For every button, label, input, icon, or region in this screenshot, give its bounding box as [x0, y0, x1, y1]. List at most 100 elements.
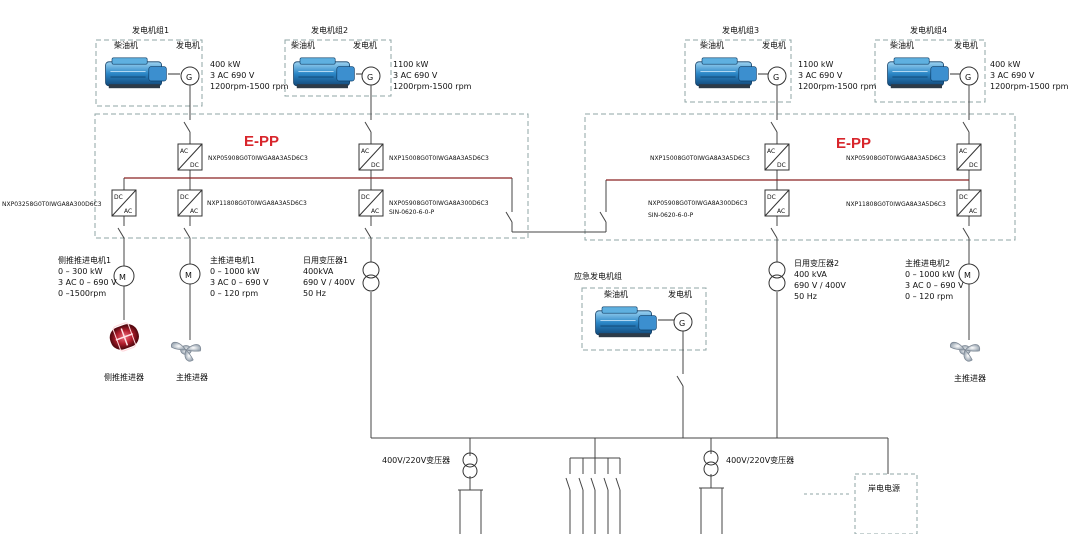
genset1-g-text: G	[186, 73, 192, 82]
code-tr2-line2: SIN-0620-6-0-P	[648, 212, 694, 219]
shore-power-label: 岸电电源	[868, 483, 900, 493]
emergency-g-text: G	[679, 319, 685, 328]
converter-gen3-dc: DC	[777, 162, 786, 169]
genset1-engine-label: 柴油机	[114, 40, 138, 50]
main-motor1-symbol	[179, 263, 201, 285]
converter-gen4: AC DC	[956, 143, 982, 171]
inverter-tr1-ac: AC	[371, 208, 379, 215]
converter-codes: NXP05908G0T0IWGA8A3A5D6C3 NXP15008G0T0IW…	[2, 155, 946, 219]
genset1-engine-icon	[105, 57, 167, 89]
genset4-engine-icon	[887, 57, 949, 89]
inverter-main1-ac: AC	[190, 208, 198, 215]
emergency-title: 应急发电机组	[574, 271, 622, 281]
dashed-frames	[94, 39, 1016, 351]
inverter-side-dc: DC	[114, 194, 123, 201]
code-gen4: NXP05908G0T0IWGA8A3A5D6C3	[846, 155, 946, 162]
genset2-spec-rpm: 1200rpm-1500 rpm	[393, 82, 472, 91]
genset1-spec-voltage: 3 AC 690 V	[210, 71, 255, 80]
lv-transformer-1: 400V/220V变压器	[382, 452, 478, 479]
inverter-main1-dc: DC	[180, 194, 189, 201]
code-gen3: NXP15008G0T0IWGA8A3A5D6C3	[650, 155, 750, 162]
genset2-frame	[284, 39, 392, 97]
genset2-spec-power: 1100 kW	[393, 60, 429, 69]
genset4-spec-power: 400 kW	[990, 60, 1020, 69]
genset-2: 发电机组2 柴油机 发电机 G 1100 kW 3 AC 690 V 1200r…	[291, 25, 472, 91]
genset3-title: 发电机组3	[722, 25, 759, 35]
main-motor1-title: 主推进电机1	[210, 255, 255, 265]
inverter-main2-dc: DC	[959, 194, 968, 201]
inverter-tr1: DC AC	[358, 189, 384, 217]
converter-gen4-ac: AC	[959, 148, 967, 155]
main-propeller-2: 主推进器	[949, 341, 986, 383]
dc-bus	[124, 177, 969, 181]
genset3-spec-voltage: 3 AC 690 V	[798, 71, 843, 80]
lv-transformer2-label: 400V/220V变压器	[726, 455, 794, 465]
side-motor-spec-rpm: 0 –1500rpm	[58, 289, 106, 298]
main-motor2-m: M	[964, 271, 971, 280]
main-motor1-m: M	[185, 271, 192, 280]
emergency-genset: 应急发电机组 柴油机 发电机 G	[574, 271, 693, 338]
lv-transformer-2: 400V/220V变压器	[703, 450, 794, 477]
converters: AC DC AC DC AC DC AC DC DC AC	[111, 143, 982, 217]
converter-gen1: AC DC	[177, 143, 203, 171]
genset3-spec-rpm: 1200rpm-1500 rpm	[798, 82, 877, 91]
side-motor-spec-power: 0 – 300 kW	[58, 267, 103, 276]
transformer1-spec-freq: 50 Hz	[303, 289, 326, 298]
code-gen1: NXP05908G0T0IWGA8A3A5D6C3	[208, 155, 308, 162]
inverter-tr2: DC AC	[764, 189, 790, 217]
genset3-spec-power: 1100 kW	[798, 60, 834, 69]
converter-gen1-dc: DC	[190, 162, 199, 169]
converter-gen2: AC DC	[358, 143, 384, 171]
genset-4: 发电机组4 柴油机 发电机 G 400 kW 3 AC 690 V 1200rp…	[887, 25, 1069, 91]
genset-3: 发电机组3 柴油机 发电机 G 1100 kW 3 AC 690 V 1200r…	[695, 25, 877, 91]
genset4-title: 发电机组4	[910, 25, 947, 35]
inverter-main1: DC AC	[177, 189, 203, 217]
emergency-gen-label: 发电机	[668, 289, 692, 299]
transformer1-title: 日用变压器1	[303, 255, 348, 265]
genset2-title: 发电机组2	[311, 25, 348, 35]
code-main1: NXP11808G0T0IWGA8A3A5D6C3	[207, 200, 307, 207]
genset1-frame	[95, 39, 203, 107]
converter-gen2-ac: AC	[361, 148, 369, 155]
genset-1: 发电机组1 柴油机 发电机 G 400 kW 3 AC 690 V 1200rp…	[105, 25, 289, 91]
genset1-spec-power: 400 kW	[210, 60, 240, 69]
main-motor2-symbol	[958, 263, 980, 285]
main-propeller2-label: 主推进器	[954, 373, 986, 383]
genset4-spec-voltage: 3 AC 690 V	[990, 71, 1035, 80]
genset1-gen-label: 发电机	[176, 40, 200, 50]
transformer2-coil-top	[768, 261, 786, 279]
main-motor-1: M 主推进电机1 0 – 1000 kW 3 AC 0 – 690 V 0 – …	[179, 255, 269, 298]
transformer-2: 日用变压器2 400 kVA 690 V / 400V 50 Hz	[768, 258, 846, 301]
code-tr1-line2: SIN-0620-6-0-P	[389, 209, 435, 216]
side-motor: M 侧推推进电机1 0 – 300 kW 3 AC 0 – 690 V 0 –1…	[58, 255, 135, 298]
wiring	[117, 85, 970, 534]
genset3-g-text: G	[773, 73, 779, 82]
side-motor-symbol	[113, 265, 135, 287]
code-side: NXP03258G0T0IWGA8A300D6C3	[2, 201, 102, 208]
genset2-gen-label: 发电机	[353, 40, 377, 50]
genset2-engine-icon	[293, 57, 355, 89]
main-motor-2: M 主推进电机2 0 – 1000 kW 3 AC 0 – 690 V 0 – …	[905, 258, 980, 301]
main-motor2-spec-voltage: 3 AC 0 – 690 V	[905, 281, 964, 290]
inverter-tr2-ac: AC	[777, 208, 785, 215]
converter-gen3-ac: AC	[767, 148, 775, 155]
main-propeller1-label: 主推进器	[176, 372, 208, 382]
main-motor1-spec-rpm: 0 – 120 rpm	[210, 289, 258, 298]
genset4-engine-label: 柴油机	[890, 40, 914, 50]
main-motor2-title: 主推进电机2	[905, 258, 950, 268]
transformer2-spec-kva: 400 kVA	[794, 270, 827, 279]
side-motor-spec-voltage: 3 AC 0 – 690 V	[58, 278, 117, 287]
lv-transformer1-label: 400V/220V变压器	[382, 455, 450, 465]
side-thruster-label: 侧推推进器	[104, 372, 144, 382]
genset2-spec-voltage: 3 AC 690 V	[393, 71, 438, 80]
transformer2-coil-bottom	[768, 274, 786, 292]
epp-logo-right: E-PP	[836, 135, 871, 152]
propeller1-icon	[170, 341, 202, 362]
transformer-1: 日用变压器1 400kVA 690 V / 400V 50 Hz	[303, 255, 380, 298]
converter-gen1-ac: AC	[180, 148, 188, 155]
emergency-engine-icon	[595, 306, 657, 338]
genset4-frame	[874, 39, 986, 103]
shore-power: 岸电电源	[804, 473, 918, 535]
epp-frame-left	[94, 113, 529, 239]
